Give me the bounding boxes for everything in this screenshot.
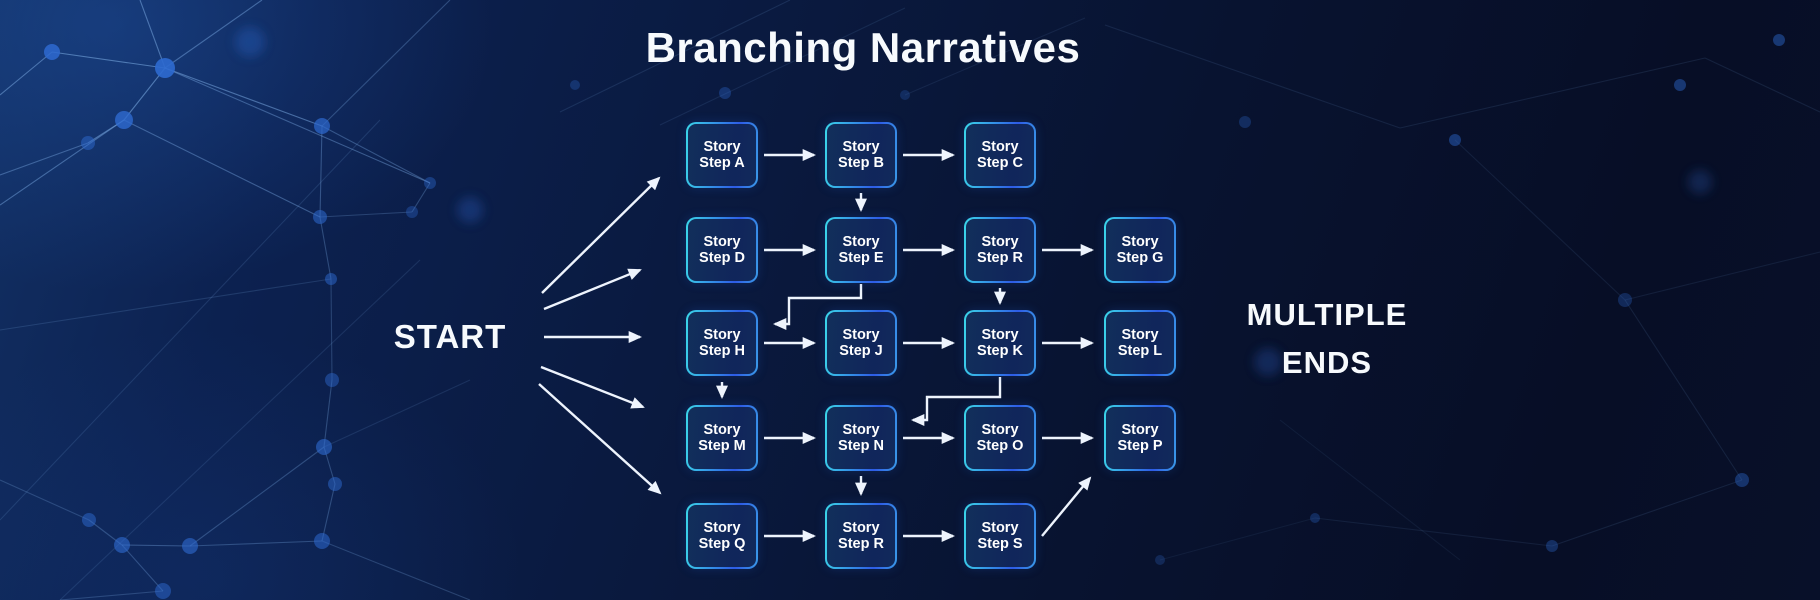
node-label: Story xyxy=(981,519,1019,536)
node-label: Step K xyxy=(977,343,1023,359)
node-label: Step H xyxy=(699,343,745,359)
story-step-h: Story Step H xyxy=(686,310,758,376)
node-label: Story xyxy=(1121,233,1159,250)
node-label: Step Q xyxy=(698,536,746,552)
node-label: Story xyxy=(703,326,741,343)
node-label: Step L xyxy=(1117,343,1163,359)
story-step-p: Story Step P xyxy=(1104,405,1176,471)
node-label: Step D xyxy=(699,250,745,266)
node-label: Story xyxy=(703,421,741,438)
node-label: Step R xyxy=(977,250,1023,266)
multiple-ends-line1: MULTIPLE xyxy=(1246,297,1408,332)
story-step-n: Story Step N xyxy=(825,405,897,471)
node-label: Step P xyxy=(1117,438,1163,454)
story-step-d: Story Step D xyxy=(686,217,758,283)
node-label: Story xyxy=(981,138,1019,155)
story-step-b: Story Step B xyxy=(825,122,897,188)
story-step-r-row5: Story Step R xyxy=(825,503,897,569)
story-step-g: Story Step G xyxy=(1104,217,1176,283)
node-label: Step S xyxy=(977,536,1023,552)
node-label: Step C xyxy=(977,155,1023,171)
node-label: Step N xyxy=(838,438,884,454)
story-step-o: Story Step O xyxy=(964,405,1036,471)
node-label: Step M xyxy=(698,438,746,454)
arrow-s-to-p-diagonal xyxy=(1041,476,1092,537)
node-label: Story xyxy=(703,138,741,155)
story-step-q: Story Step Q xyxy=(686,503,758,569)
node-label: Story xyxy=(842,138,880,155)
node-label: Step R xyxy=(838,536,884,552)
node-label: Story xyxy=(842,326,880,343)
story-step-l: Story Step L xyxy=(1104,310,1176,376)
story-step-s: Story Step S xyxy=(964,503,1036,569)
node-label: Story xyxy=(703,519,741,536)
story-step-e: Story Step E xyxy=(825,217,897,283)
node-label: Story xyxy=(981,233,1019,250)
node-label: Story xyxy=(842,233,880,250)
node-label: Step G xyxy=(1116,250,1164,266)
node-label: Step J xyxy=(839,343,883,359)
node-label: Step A xyxy=(699,155,745,171)
story-step-m: Story Step M xyxy=(686,405,758,471)
node-label: Step B xyxy=(838,155,884,171)
story-step-a: Story Step A xyxy=(686,122,758,188)
node-label: Story xyxy=(703,233,741,250)
node-label: Step E xyxy=(838,250,884,266)
arrow-start-to-a xyxy=(541,176,661,294)
node-label: Story xyxy=(842,519,880,536)
start-label: START xyxy=(393,318,507,355)
story-step-k: Story Step K xyxy=(964,310,1036,376)
node-label: Story xyxy=(981,326,1019,343)
node-label: Step O xyxy=(976,438,1024,454)
arrow-start-to-d xyxy=(543,268,642,311)
node-label: Story xyxy=(981,421,1019,438)
story-step-j: Story Step J xyxy=(825,310,897,376)
story-step-r-row2: Story Step R xyxy=(964,217,1036,283)
multiple-ends-label: MULTIPLE ENDS xyxy=(1217,291,1437,387)
arrow-start-to-q xyxy=(538,383,662,495)
multiple-ends-line2: ENDS xyxy=(1281,345,1373,380)
arrow-start-to-m xyxy=(540,365,645,409)
node-label: Story xyxy=(1121,326,1159,343)
node-label: Story xyxy=(1121,421,1159,438)
node-label: Story xyxy=(842,421,880,438)
story-step-c: Story Step C xyxy=(964,122,1036,188)
page-title: Branching Narratives xyxy=(645,24,1081,71)
